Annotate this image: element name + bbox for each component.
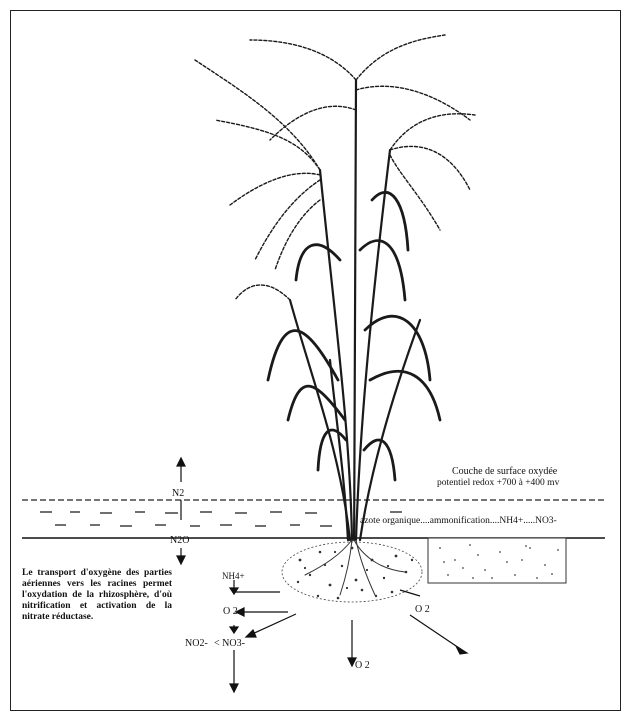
- label-o2-bottom: O 2: [355, 660, 370, 671]
- label-n2: N2: [172, 488, 184, 499]
- sediment-box: [428, 538, 566, 583]
- label-nh4: NH4+: [222, 571, 245, 582]
- nitrogen-chain: azote organique....ammonification....NH4…: [360, 516, 557, 527]
- label-no2: NO2-: [185, 638, 208, 649]
- plant: [195, 35, 475, 595]
- label-n2o: N2O: [170, 535, 189, 546]
- label-no3: < NO3-: [214, 638, 245, 649]
- figure-caption: Le transport d'oxygène des parties aérie…: [22, 568, 172, 623]
- surface-layer-title: Couche de surface oxydée: [452, 466, 557, 477]
- label-o2-right: O 2: [415, 604, 430, 615]
- surface-layer-redox: potentiel redox +700 à +400 mv: [437, 478, 559, 489]
- label-o2-left: O 2: [223, 606, 238, 617]
